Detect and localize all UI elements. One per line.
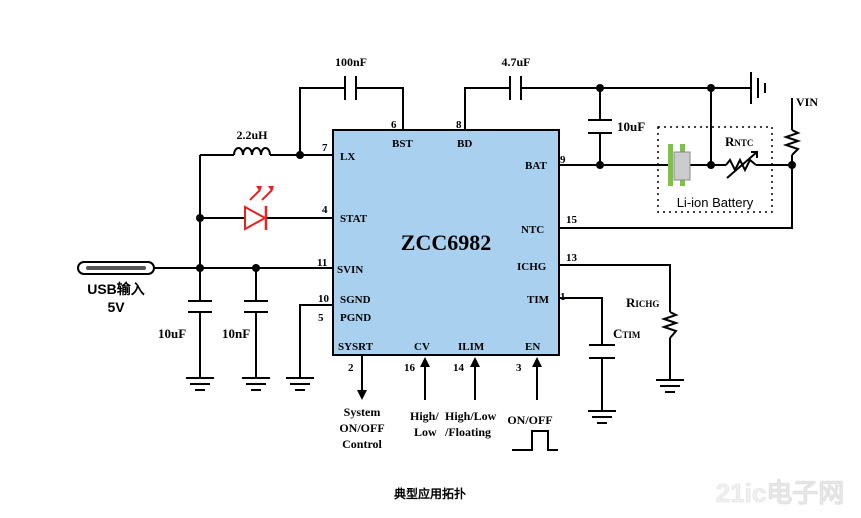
r-ntc-label: RNTC	[725, 134, 753, 149]
pin-en-label: EN	[525, 341, 540, 353]
pin-pgnd-num: 5	[318, 312, 324, 324]
pin-ichg-label: ICHG	[517, 261, 547, 273]
led-icon	[244, 186, 274, 231]
pin-sgnd-num: 10	[318, 293, 330, 305]
wire-tim	[559, 297, 603, 411]
figure-caption: 典型应用拓扑	[394, 486, 466, 501]
pin-ichg-num: 13	[566, 252, 578, 264]
pin-sgnd-label: SGND	[340, 294, 371, 306]
pin-ntc-num: 15	[566, 214, 578, 226]
c-bst-label: 100nF	[335, 55, 367, 69]
capacitor-in2-icon	[244, 300, 268, 313]
battery-label: Li-ion Battery	[677, 195, 754, 210]
pin-pgnd-label: PGND	[340, 312, 371, 324]
c-in1-label: 10uF	[158, 326, 186, 341]
usb-connector-icon	[77, 261, 155, 275]
wire-ichg	[559, 264, 671, 380]
pin-sysrt-label: SYSRT	[338, 341, 374, 353]
arrow-up-icon	[420, 357, 430, 367]
battery-icon	[668, 144, 691, 186]
pin-ilim-label: ILIM	[458, 341, 485, 353]
pin-bd-label: BD	[457, 138, 472, 150]
c-in2-label: 10nF	[222, 326, 250, 341]
pin-labels: LX 7 STAT 4 SVIN 11 SGND 10 PGND 5 BST 6…	[317, 119, 578, 374]
cv-annotation: High/Low	[410, 409, 439, 439]
capacitor-in1-icon	[188, 300, 212, 313]
r-ichg-label: RICHG	[626, 295, 659, 310]
pulse-waveform-icon	[512, 430, 558, 451]
arrow-down-icon	[357, 390, 367, 400]
usb-label: USB输入	[87, 281, 145, 297]
wire-cin	[199, 268, 257, 378]
pin-svin-label: SVIN	[337, 264, 363, 276]
pin-bd-num: 8	[456, 119, 462, 131]
pin-bst-num: 6	[391, 119, 397, 131]
pin-ilim-num: 14	[453, 362, 465, 374]
inductor-label: 2.2uH	[236, 128, 268, 142]
pin-bst-label: BST	[392, 138, 413, 150]
pin-bat-label: BAT	[525, 160, 547, 172]
wire-bst	[299, 87, 404, 155]
pin-stat-label: STAT	[340, 213, 368, 225]
chip-name: ZCC6982	[401, 230, 491, 255]
en-annotation: ON/OFF	[507, 413, 552, 427]
pin-bat-num: 9	[560, 154, 566, 166]
pin-cv-label: CV	[414, 341, 430, 353]
pin-ntc-label: NTC	[521, 224, 544, 236]
vin-label: VIN	[796, 95, 818, 109]
ground-top-icon	[750, 72, 766, 104]
pin-en-num: 3	[516, 362, 522, 374]
capacitor-bd-icon	[509, 76, 522, 100]
usb-voltage-label: 5V	[107, 299, 125, 315]
arrow-up-icon	[532, 357, 542, 367]
watermark-logo: 21ic电子网	[716, 478, 845, 508]
pin-tim-label: TIM	[527, 294, 550, 306]
ilim-annotation: High/Low/Floating	[444, 409, 497, 439]
capacitor-bst-icon	[344, 76, 357, 100]
arrow-up-icon	[470, 357, 480, 367]
inductor-icon	[233, 147, 271, 156]
pin-stat-num: 4	[322, 204, 328, 216]
thermistor-icon	[725, 151, 758, 179]
resistor-vin-icon	[782, 129, 802, 156]
wire-vin-ntc	[559, 98, 793, 229]
pin-lx-label: LX	[340, 151, 355, 163]
capacitor-bat-icon	[588, 119, 612, 134]
c-tim-label: CTIM	[613, 326, 641, 341]
c-bd-label: 4.7uF	[501, 55, 530, 69]
ic-chip	[332, 129, 560, 356]
battery-box	[657, 126, 773, 213]
wire-bd	[464, 87, 750, 130]
pin-lx-num: 7	[322, 142, 328, 154]
c-bat-label: 10uF	[617, 119, 645, 134]
capacitor-tim-icon	[589, 344, 615, 359]
resistor-ichg-icon	[660, 311, 680, 339]
pin-svin-num: 11	[317, 257, 327, 269]
wire-gnd-pins	[299, 304, 333, 378]
pin-cv-num: 16	[404, 362, 416, 374]
pin-sysrt-num: 2	[348, 362, 354, 374]
